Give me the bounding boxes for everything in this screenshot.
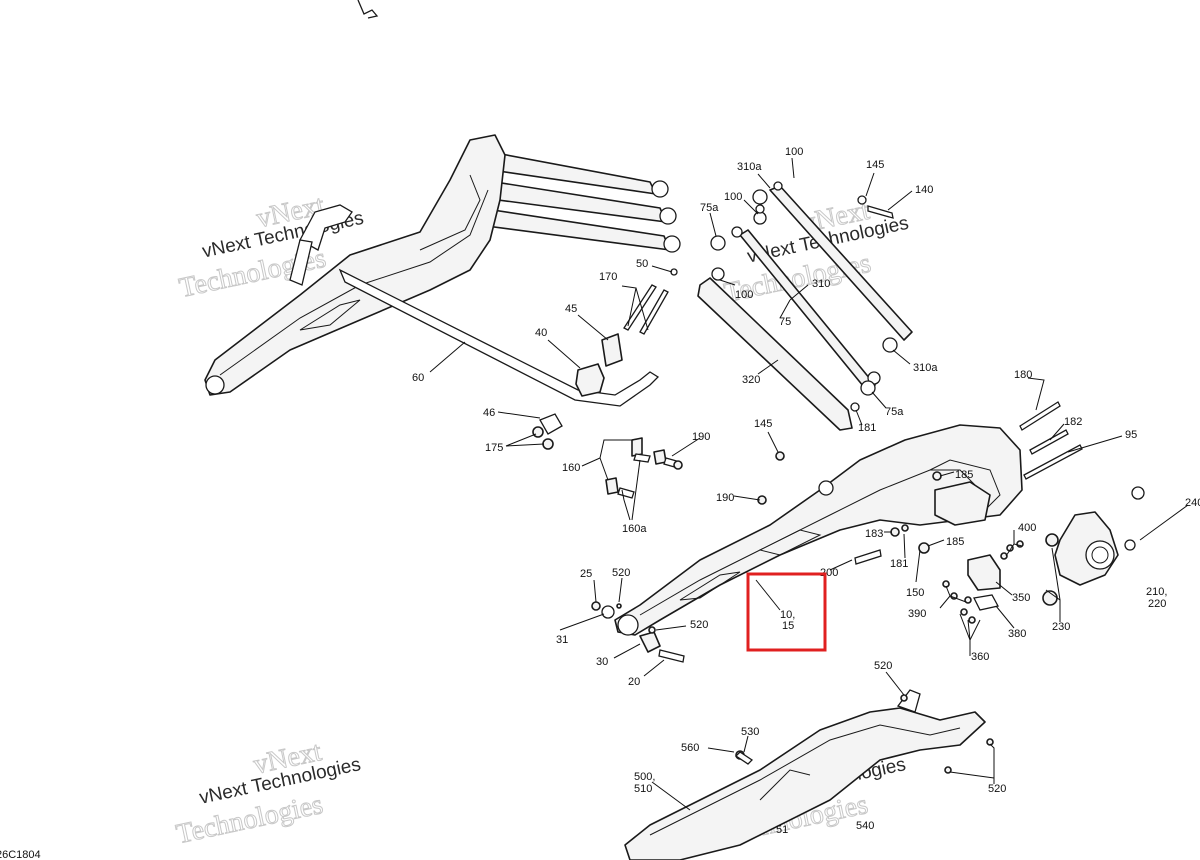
callout-label: 310a [737,161,762,173]
trailing-arm-assembly [204,0,681,407]
callout-label: 140 [915,184,933,196]
callout-label: 46 [483,407,495,419]
callout-labels: 100 310a 145 140 100 75a 50 170 100 310 … [412,146,1200,836]
watermark: vNext vNext Technologies Technologies [173,736,363,851]
callout-label: 100 [724,191,742,203]
callout-label: 75a [700,202,719,214]
callout-label: 25 [580,568,592,580]
callout-label: 500, [634,771,655,783]
callout-label: 20 [628,676,640,688]
callout-label: 240 [1185,497,1200,509]
callout-label: 230 [1052,621,1070,633]
callout-label: 190 [692,431,710,443]
callout-label: 100 [735,289,753,301]
callout-label: 150 [906,587,924,599]
callout-label: 520 [874,660,892,672]
mount-brackets [942,540,1024,624]
callout-label: 320 [742,374,760,386]
callout-label: 510 [634,783,652,795]
callout-label: 190 [716,492,734,504]
callout-label: 181 [858,422,876,434]
callout-label: 145 [866,159,884,171]
callout-label: 210, [1146,586,1167,598]
callout-label: 560 [681,742,699,754]
callout-label: 310a [913,362,938,374]
callout-label: 310 [812,278,830,290]
callout-label: 360 [971,651,989,663]
callout-label: 175 [485,442,503,454]
leader-lines [429,157,1189,811]
callout-label: 145 [754,418,772,430]
callout-label: 51 [776,824,788,836]
main-trailing-arm [614,401,1083,636]
callout-label: 100 [785,146,803,158]
bushing-bracket [575,268,678,397]
callout-label: 182 [1064,416,1082,428]
callout-label: 181 [890,558,908,570]
callout-label: 183 [865,528,883,540]
callout-label: 530 [741,726,759,738]
callout-label: 31 [556,634,568,646]
callout-label: 185 [946,536,964,548]
callout-label: 400 [1018,522,1036,534]
callout-label: 220 [1148,598,1166,610]
callout-label: 95 [1125,429,1137,441]
callout-label: 75a [885,406,904,418]
callout-label: 40 [535,327,547,339]
callout-label: 185 [955,469,973,481]
callout-label: 520 [612,567,630,579]
callout-label: 30 [596,656,608,668]
callout-label: 180 [1014,369,1032,381]
callout-label: 380 [1008,628,1026,640]
callout-label: 160a [622,523,647,535]
frame-member [624,689,994,860]
callout-label: 160 [562,462,580,474]
callout-label: 520 [988,783,1006,795]
wheel-knuckle [1042,486,1145,606]
callout-label: 170 [599,271,617,283]
callout-label: 540 [856,820,874,832]
highlight-label: 10, [780,609,795,621]
callout-label: 520 [690,619,708,631]
callout-label: 350 [1012,592,1030,604]
arm-hardware [591,601,685,663]
link-hardware [532,413,785,505]
links [697,181,913,431]
callout-label: 60 [412,372,424,384]
highlight-label: 15 [782,620,794,632]
callout-label: 45 [565,303,577,315]
callout-label: 75 [779,316,791,328]
diagram-code: 26C1804 [0,849,41,860]
callout-label: 390 [908,608,926,620]
callout-label: 50 [636,258,648,270]
highlight-box: 10, 15 [746,572,827,652]
